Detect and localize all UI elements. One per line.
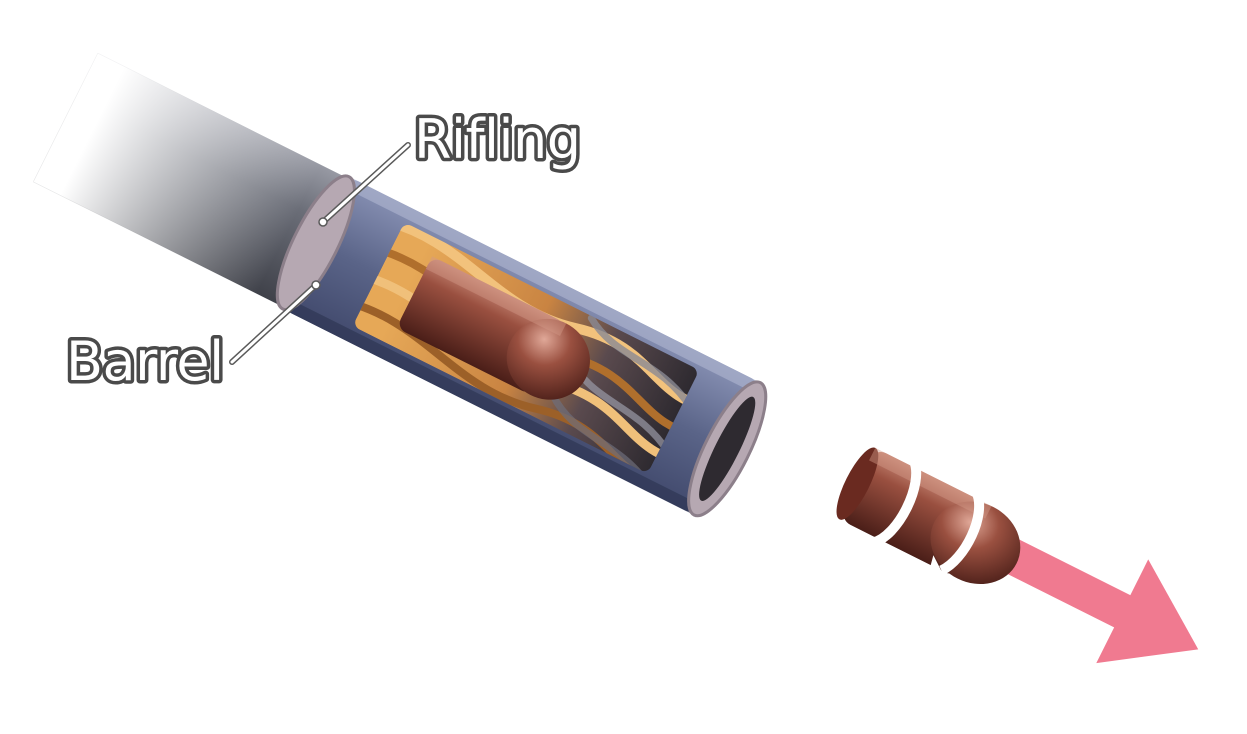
spin-arrow-middle [870, 458, 922, 548]
label-barrel: Barrel [66, 330, 224, 393]
leader-lines [229, 142, 411, 365]
spin-arrowhead [925, 555, 951, 589]
barrel-assembly [33, 53, 768, 518]
spin-arrow-front [938, 489, 985, 576]
label-rifling: Rifling [414, 108, 581, 171]
bullet-in-barrel [399, 256, 590, 400]
bullet-in-flight [829, 447, 1021, 589]
